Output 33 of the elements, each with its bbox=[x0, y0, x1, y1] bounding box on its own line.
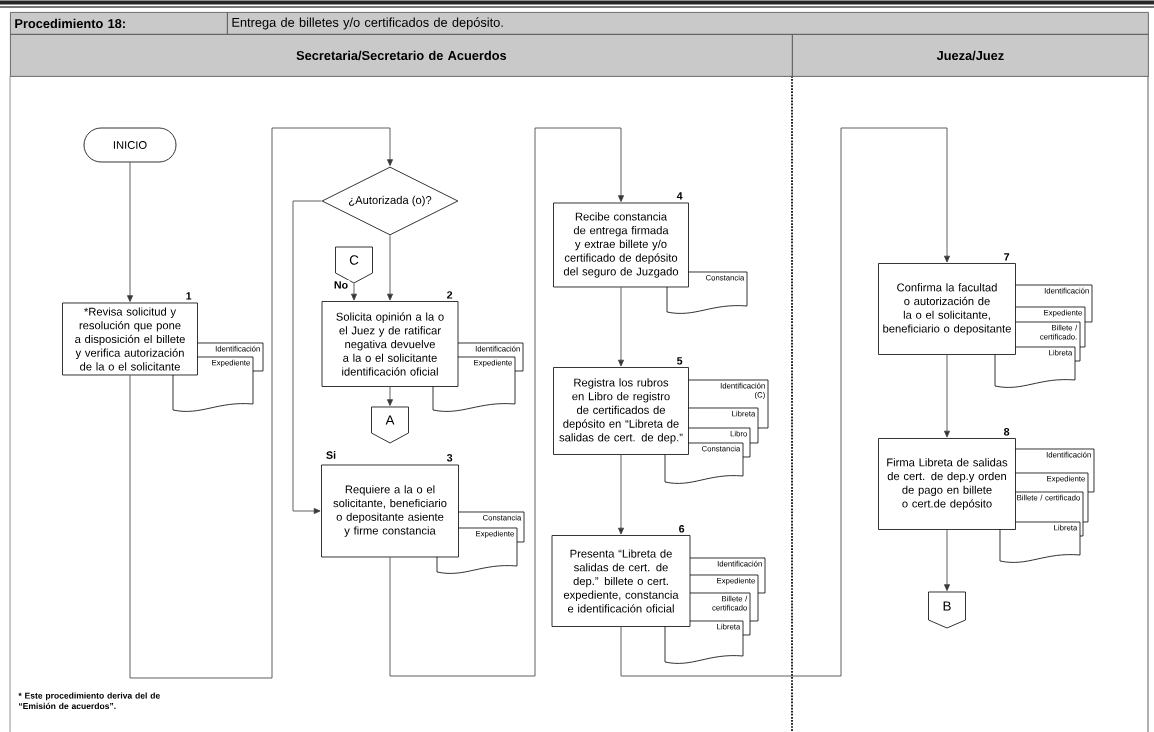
arrow bbox=[944, 354, 950, 438]
header-cell: Jueza/Juez bbox=[792, 34, 1149, 77]
arrow bbox=[387, 386, 393, 406]
edge-label: No bbox=[332, 279, 350, 291]
arrow bbox=[127, 162, 133, 302]
off-page-connector: B bbox=[928, 591, 966, 629]
process-box: Confirma la facultad o autorización de la o el solicitante, beneficiario o depositante bbox=[878, 263, 1016, 355]
step-number: 2 bbox=[447, 291, 453, 299]
footnote: * Este procedimiento deriva del de “Emisión de acuerdos”. bbox=[18, 692, 160, 710]
arrow bbox=[387, 235, 393, 301]
header-cell: Procedimiento 18: bbox=[10, 12, 228, 35]
arrow bbox=[129, 127, 393, 679]
arrow bbox=[292, 200, 322, 514]
arrow bbox=[944, 529, 950, 591]
start-terminal: INICIO bbox=[83, 127, 177, 163]
arrow bbox=[618, 287, 624, 367]
step-number: 8 bbox=[1004, 428, 1010, 436]
process-box: *Revisa solicitud y resolución que pone a disposición el billete y verifica autorización de la o el solicitante bbox=[62, 302, 198, 376]
step-number: 7 bbox=[1004, 253, 1010, 261]
step-number: 5 bbox=[677, 357, 683, 365]
arrow bbox=[351, 283, 357, 301]
edge-label: Si bbox=[324, 449, 338, 461]
off-page-connector: A bbox=[371, 406, 409, 444]
step-number: 4 bbox=[676, 192, 683, 200]
process-box: Requiere a la o el solicitante, beneficiario o depositante asiente y firme constancia bbox=[321, 464, 459, 558]
process-box: Recibe constancia de entrega firmada y extrae billete y/o certificado de depósito del seguro de Juzgado bbox=[553, 202, 689, 288]
arrow bbox=[389, 127, 624, 677]
step-number: 6 bbox=[679, 525, 685, 533]
arrow bbox=[618, 454, 624, 535]
process-box: Solicita opinión a la o el Juez y de ratificar negativa devuelve a la o el solicitante identificación oficial bbox=[321, 301, 459, 387]
step-number: 1 bbox=[186, 292, 192, 300]
arrow bbox=[620, 127, 950, 677]
step-number: 3 bbox=[446, 454, 453, 462]
